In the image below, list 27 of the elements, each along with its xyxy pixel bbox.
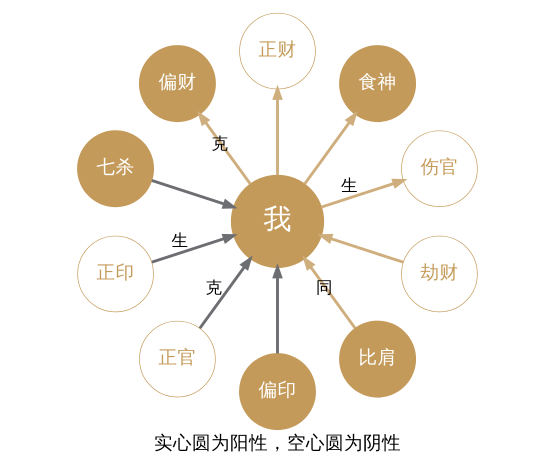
arrow (302, 255, 356, 330)
node-circle: 正印 (77, 236, 154, 312)
node-circle: 劫财 (401, 236, 478, 312)
caption: 实心圆为阳性，空心圆为阴性 (154, 433, 401, 454)
arrow (320, 178, 408, 208)
node-circle: 正财 (239, 12, 316, 90)
edge-label: 生 (172, 230, 188, 250)
node-circle: 正官 (139, 320, 216, 398)
node-circle: 偏财 (138, 45, 216, 122)
node-circle: 食神 (339, 45, 416, 122)
node-circle: 比肩 (339, 320, 416, 398)
arrow (272, 263, 283, 354)
arrow (151, 179, 238, 209)
node-circle: 我 (230, 174, 324, 268)
arrow (198, 255, 253, 330)
arrow (317, 234, 404, 264)
arrow (303, 110, 358, 185)
edge-label: 克 (211, 134, 228, 153)
node-circle: 七杀 (77, 130, 154, 208)
node-circle: 伤官 (401, 130, 478, 207)
edge-label: 同 (316, 278, 332, 298)
node-circle: 偏印 (239, 353, 316, 430)
arrow (272, 84, 283, 176)
edge-label: 生 (340, 176, 357, 195)
edge-label: 克 (205, 278, 222, 298)
arrow (151, 234, 238, 264)
arrow (197, 110, 252, 185)
